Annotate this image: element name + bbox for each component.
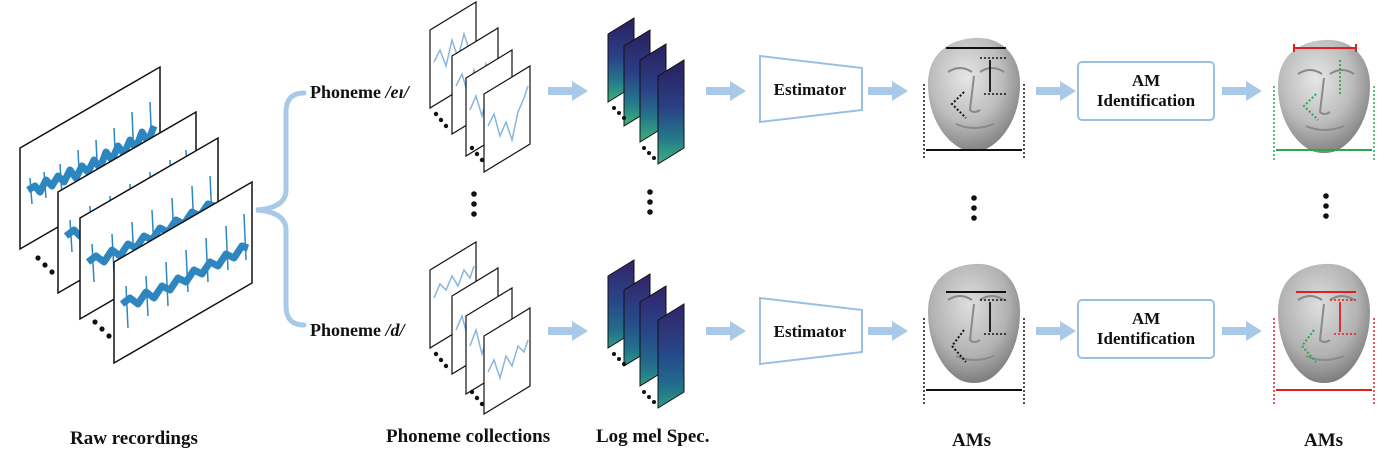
face-model-top	[923, 37, 1025, 160]
arrow	[548, 321, 588, 341]
split-brace	[255, 90, 307, 328]
phoneme-prefix: Phoneme	[310, 82, 381, 102]
caption-phoneme-collections: Phoneme collections	[386, 426, 551, 447]
am-identification-label-bottom: AM Identification	[1096, 308, 1196, 348]
arrow	[1036, 321, 1076, 341]
arrow	[1222, 321, 1262, 341]
am-identification-box-top	[1077, 61, 1215, 121]
face-highlighted-bottom	[1273, 263, 1375, 404]
arrow	[706, 81, 746, 101]
arrow	[1036, 81, 1076, 101]
caption-log-mel-spec: Log mel Spec.	[596, 426, 710, 447]
phoneme-collection-bottom	[429, 240, 531, 416]
spectrogram-stack-bottom	[607, 259, 685, 409]
caption-ams-estimated: AMs	[952, 430, 992, 451]
arrow	[868, 81, 908, 101]
estimator-box-bottom	[759, 296, 863, 366]
caption-raw-recordings: Raw recordings	[70, 428, 198, 449]
arrow	[706, 321, 746, 341]
caption-ams-identified: AMs	[1304, 430, 1344, 451]
am-identification-label-top: AM Identification	[1096, 70, 1196, 110]
arrow	[1222, 81, 1262, 101]
phoneme-symbol: /d/	[385, 320, 405, 340]
estimator-label-bottom: Estimator	[773, 321, 847, 341]
arrow	[548, 81, 588, 101]
waveform-sheet	[113, 180, 253, 365]
vertical-ellipsis-faces	[971, 195, 977, 221]
ellipsis-dots	[35, 255, 112, 339]
vertical-ellipsis-identified	[1323, 193, 1329, 219]
am-identification-box-bottom	[1077, 299, 1215, 359]
flow-arrows	[548, 81, 1262, 341]
phoneme-prefix: Phoneme	[310, 320, 381, 340]
phoneme-label-bottom: Phoneme /d/	[310, 320, 405, 341]
vertical-ellipsis-phonemes	[471, 191, 477, 217]
face-highlighted-top	[1273, 39, 1375, 160]
arrow	[868, 321, 908, 341]
estimator-box-top	[759, 54, 863, 124]
face-model-bottom	[923, 263, 1025, 404]
estimator-label-top: Estimator	[773, 79, 847, 99]
phoneme-symbol: /eɪ/	[385, 82, 409, 102]
vertical-ellipsis-spectrograms	[647, 189, 653, 215]
phoneme-collection-top	[429, 0, 531, 174]
raw-recordings-stack	[19, 65, 253, 365]
waveform-sheet	[19, 65, 161, 251]
phoneme-label-top: Phoneme /eɪ/	[310, 82, 409, 103]
spectrogram-stack-top	[607, 17, 685, 165]
